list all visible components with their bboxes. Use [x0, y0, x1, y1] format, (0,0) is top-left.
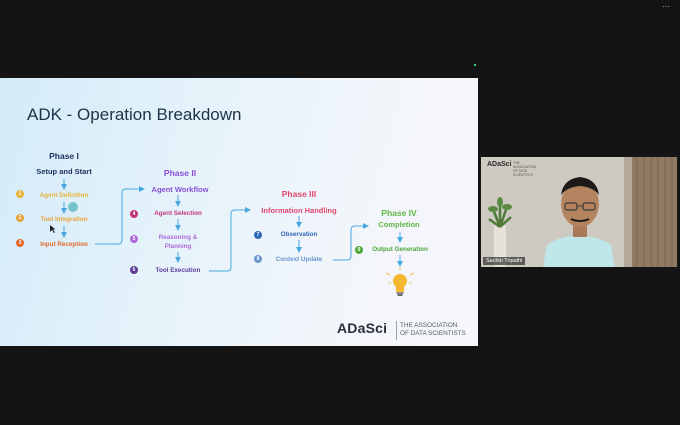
footer-tagline-2: OF DATA SCIENTISTS [400, 330, 466, 337]
step-1-badge: 1 [16, 190, 24, 198]
video-background-tagline: THE ASSOCIATION OF DATA SCIENTISTS [513, 161, 536, 177]
step-4-label: Agent Selection [154, 210, 202, 217]
phase-2-subtitle: Agent Workflow [151, 185, 209, 194]
phase-3-label: Phase III [281, 189, 317, 199]
step-5-badge: 5 [130, 235, 138, 243]
participant-video-tile[interactable]: ADaSci THE ASSOCIATION OF DATA SCIENTIST… [481, 157, 677, 267]
phase-2-label: Phase II [163, 168, 197, 178]
step-7-label: Observation [280, 231, 318, 238]
step-7-badge: 7 [254, 231, 262, 239]
step-8-label: Context Update [275, 256, 323, 263]
footer-divider [396, 321, 397, 340]
step-8-badge: 8 [254, 255, 262, 263]
step-9-badge: 9 [355, 246, 363, 254]
step-4-badge: 4 [130, 210, 138, 218]
presentation-slide: ADK - Operation Breakdown [0, 78, 478, 346]
decor-circle [68, 202, 78, 212]
video-background-logo: ADaSci [487, 161, 512, 168]
step-3-badge: 3 [16, 239, 24, 247]
footer-logo: ADaSci [337, 320, 388, 336]
step-2-badge: 2 [16, 214, 24, 222]
menu-dots-icon[interactable]: ⋯ [662, 2, 670, 11]
phase-4-subtitle: Completion [378, 220, 420, 229]
step-5-label: Reasoning & Planning [158, 234, 198, 250]
slide-title: ADK - Operation Breakdown [27, 105, 242, 124]
phase-4-label: Phase IV [381, 208, 417, 218]
step-1-label: Agent Definition [39, 192, 89, 199]
phase-1-label: Phase I [49, 151, 79, 161]
lightbulb-icon [385, 267, 415, 296]
participant-name-tag: Sachin Tripathi [483, 257, 526, 265]
participant-video-feed [481, 157, 677, 267]
step-6-badge: 6 [130, 266, 138, 274]
phase-1-subtitle: Setup and Start [36, 167, 92, 176]
phase-3-subtitle: Information Handling [261, 206, 337, 215]
mouse-cursor-icon [50, 225, 56, 233]
step-9-label: Output Generation [372, 246, 428, 253]
status-indicator [474, 64, 476, 66]
step-3-label: Input Reception [40, 241, 88, 248]
footer-tagline-1: THE ASSOCIATION [400, 322, 458, 329]
flow-connectors [50, 179, 415, 296]
step-2-label: Tool Integration [40, 216, 88, 223]
step-6-label: Tool Execution [155, 267, 201, 274]
